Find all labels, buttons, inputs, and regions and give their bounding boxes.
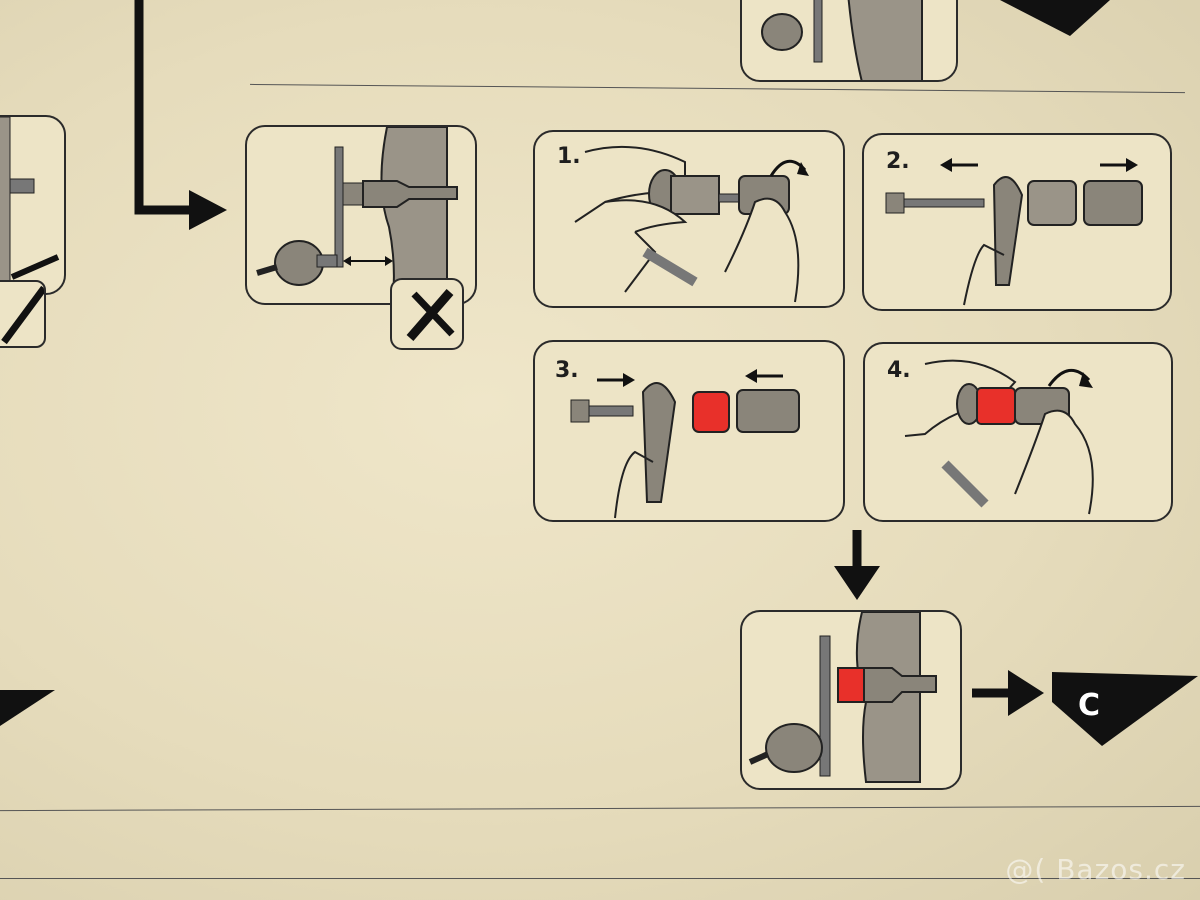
double-arrow-icon: [343, 256, 393, 266]
step-3-illustration: [570, 382, 800, 519]
arrow-right-icon: [1100, 158, 1138, 172]
left-partial-illustration: [0, 117, 60, 293]
panel-step-2: 2.: [862, 133, 1172, 311]
panel-left-partial: [0, 115, 66, 295]
cross-icon: [406, 289, 455, 341]
step-2-illustration: [885, 176, 1143, 306]
top-c-pointer: [1000, 0, 1110, 36]
panel-step-1: 1.: [533, 130, 845, 308]
panel-top-partial: [740, 0, 958, 82]
left-c-pointer: [0, 690, 55, 726]
cross-badge: [390, 278, 464, 350]
incorrect-installation-illustration: [256, 127, 458, 303]
arrow-right-icon: [972, 670, 1044, 716]
step-4-illustration: [904, 359, 1094, 515]
section-divider-top: [250, 83, 1185, 94]
arrow-left-icon: [745, 369, 783, 383]
arrow-left-icon: [940, 158, 978, 172]
cross-icon: [1, 285, 44, 345]
flow-arrow-right-icon: [134, 0, 227, 230]
step-number: 3.: [555, 358, 579, 383]
panel-final-assembly: [740, 610, 962, 790]
section-divider-bottom-2: [0, 878, 1200, 879]
section-c-pointer: [1052, 672, 1198, 746]
section-c-label: C: [1078, 688, 1101, 723]
panel-incorrect-installation: [245, 125, 477, 305]
top-partial-illustration: [761, 0, 923, 80]
arrow-right-icon: [597, 373, 635, 387]
watermark: @( Bazos.cz: [1005, 853, 1186, 886]
section-divider-bottom: [0, 805, 1200, 812]
panel-step-3: 3.: [533, 340, 845, 522]
rotate-icon: [1047, 369, 1093, 388]
arrow-down-icon: [834, 530, 880, 600]
step-number: 1.: [557, 144, 581, 169]
panel-left-cross-partial: [0, 280, 46, 348]
panel-step-4: 4.: [863, 342, 1173, 522]
step-1-illustration: [574, 145, 800, 303]
step-number: 4.: [887, 358, 911, 383]
step-number: 2.: [886, 149, 910, 174]
rotate-icon: [769, 159, 809, 177]
final-assembly-illustration: [748, 612, 937, 783]
